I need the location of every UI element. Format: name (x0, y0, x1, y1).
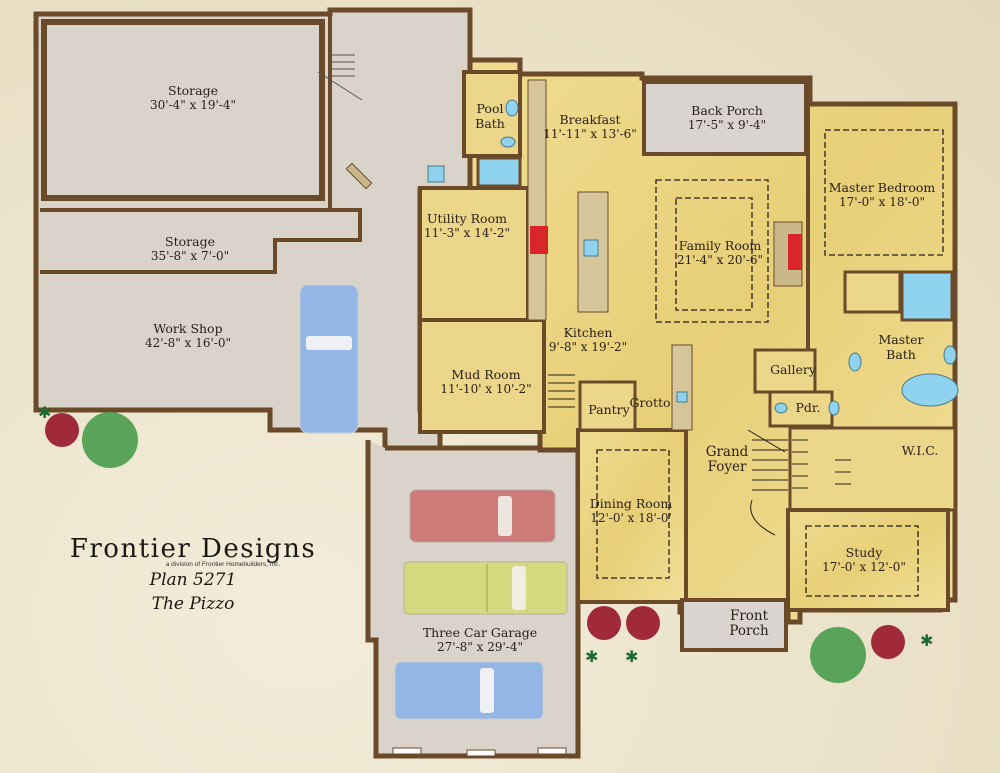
room-label-breakfast: Breakfast 11'-11" x 13'-6" (543, 112, 637, 141)
room-label-kitchen: Kitchen 9'-8" x 19'-2" (548, 325, 628, 354)
room-label-dining-room: Dining Room 12'-0' x 18'-0' (589, 496, 673, 525)
range-icon (530, 226, 548, 254)
room-label-mud-room: Mud Room 11'-10' x 10'-2" (440, 367, 532, 396)
room-label-gallery: Gallery (770, 362, 816, 377)
room-label-three-car-garage: Three Car Garage 27'-8" x 29'-4" (422, 625, 538, 654)
room-label-study: Study 17'-0' x 12'-0" (822, 545, 906, 574)
shrub-red-icon (626, 606, 660, 640)
truck-yellow-icon (403, 561, 568, 615)
room-label-storage-1: Storage 30'-4" x 19'-4" (150, 83, 236, 112)
room-label-wic: W.I.C. (901, 443, 939, 458)
svg-text:✱: ✱ (920, 631, 933, 650)
car-blue-carport-icon (299, 284, 359, 434)
garage-area (365, 440, 581, 759)
room-label-front-porch: Front Porch (729, 608, 769, 639)
company-name: Frontier Designs (69, 534, 317, 564)
plan-number: Plan 5271 (149, 570, 237, 590)
room-label-pantry: Pantry (588, 402, 630, 417)
fireplace-icon (788, 234, 802, 270)
plan-name: The Pizzo (151, 594, 235, 614)
room-label-powder: Pdr. (795, 400, 821, 415)
car-blue-garage-icon (394, 661, 544, 720)
shrub-red-icon (871, 625, 905, 659)
living-wing (418, 57, 959, 652)
storage-1-area (41, 19, 325, 201)
utility-room-area (418, 186, 530, 322)
landscaping: ✱ ✱ ✱ ✱ (38, 403, 933, 683)
mud-room-area (418, 318, 546, 434)
shrub-red-icon (587, 606, 621, 640)
room-label-grotto: Grotto (629, 395, 671, 410)
svg-text:✱: ✱ (585, 647, 598, 666)
room-label-pool-bath: Pool Bath (475, 101, 505, 131)
room-label-work-shop: Work Shop 42'-8" x 16'-0" (145, 321, 231, 350)
room-label-master-bedroom: Master Bedroom 17'-0" x 18'-0" (828, 180, 936, 209)
svg-text:✱: ✱ (38, 403, 51, 422)
tree-green-icon (810, 627, 866, 683)
room-label-family-room: Family Room 21'-4" x 20'-6" (677, 238, 763, 267)
svg-text:✱: ✱ (625, 647, 638, 666)
room-label-storage-2: Storage 35'-8" x 7'-0" (150, 234, 230, 263)
room-label-utility-room: Utility Room 11'-3" x 14'-2" (424, 211, 510, 240)
bathtub-icon (901, 373, 959, 407)
shower-icon (900, 270, 954, 322)
brand-block: Frontier Designs a division of Frontier … (38, 535, 348, 616)
room-label-grand-foyer: Grand Foyer (705, 444, 749, 475)
room-label-back-porch: Back Porch 17'-5" x 9'-4" (687, 103, 767, 132)
car-red-icon (409, 489, 556, 543)
utility-wing (33, 7, 473, 453)
shrub-red-icon (45, 413, 79, 447)
company-subtitle: a division of Frontier Homebuilders, Inc… (165, 561, 281, 568)
front-porch-area (680, 598, 788, 652)
tree-green-icon (82, 412, 138, 468)
room-label-master-bath: Master Bath (878, 332, 924, 362)
